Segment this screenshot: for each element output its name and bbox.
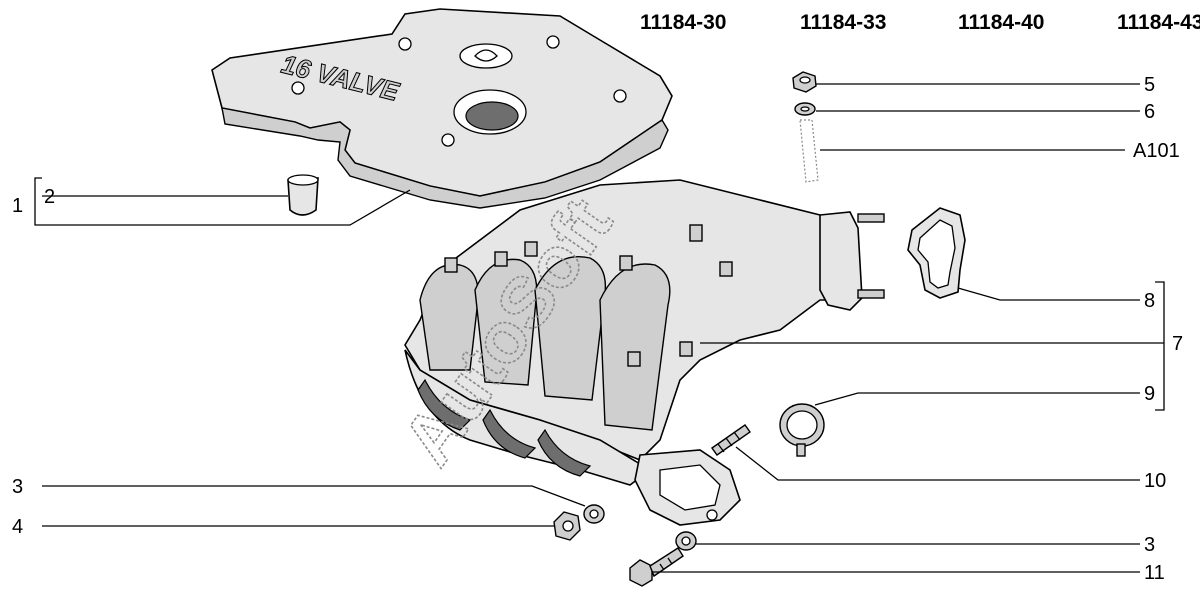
label-2: 2: [44, 186, 55, 208]
label-9: 9: [1144, 383, 1155, 405]
leader-3a: [42, 485, 586, 507]
rubber-bushing: [287, 174, 319, 216]
hex-nut: [553, 511, 581, 541]
leader-8: [957, 287, 1140, 301]
top-nut: [792, 71, 817, 93]
label-10: 10: [1144, 470, 1166, 492]
bracket-7-9: [1155, 281, 1165, 411]
leader-10: [735, 446, 1140, 481]
washer-left: [583, 504, 605, 524]
leader-cover: [42, 189, 411, 226]
label-6: 6: [1144, 101, 1155, 123]
top-washer: [794, 102, 816, 116]
label-3-right: 3: [1144, 534, 1155, 556]
label-a101: A101: [1133, 140, 1180, 162]
o-ring-seal: [779, 403, 825, 457]
engine-cover: 16 VALVE: [211, 8, 673, 209]
label-4: 4: [12, 516, 23, 538]
label-5: 5: [1144, 74, 1155, 96]
leader-9: [814, 392, 1140, 406]
header-code-1: 11184-30: [640, 11, 726, 34]
label-11: 11: [1144, 562, 1165, 584]
label-8: 8: [1144, 290, 1155, 312]
label-7: 7: [1172, 333, 1183, 355]
header-code-4: 11184-43: [1117, 11, 1200, 34]
label-3-left: 3: [12, 476, 23, 498]
header-code-3: 11184-40: [958, 11, 1044, 34]
threaded-stud: [711, 424, 751, 456]
throttle-gasket: [907, 207, 966, 299]
stud-a101: [799, 119, 819, 183]
header-code-2: 11184-33: [800, 11, 886, 34]
label-1: 1: [12, 195, 23, 217]
washer-right: [675, 531, 697, 551]
intake-manifold: [404, 179, 885, 526]
hex-bolt: [629, 547, 684, 587]
bracket-1-2: [34, 177, 42, 226]
